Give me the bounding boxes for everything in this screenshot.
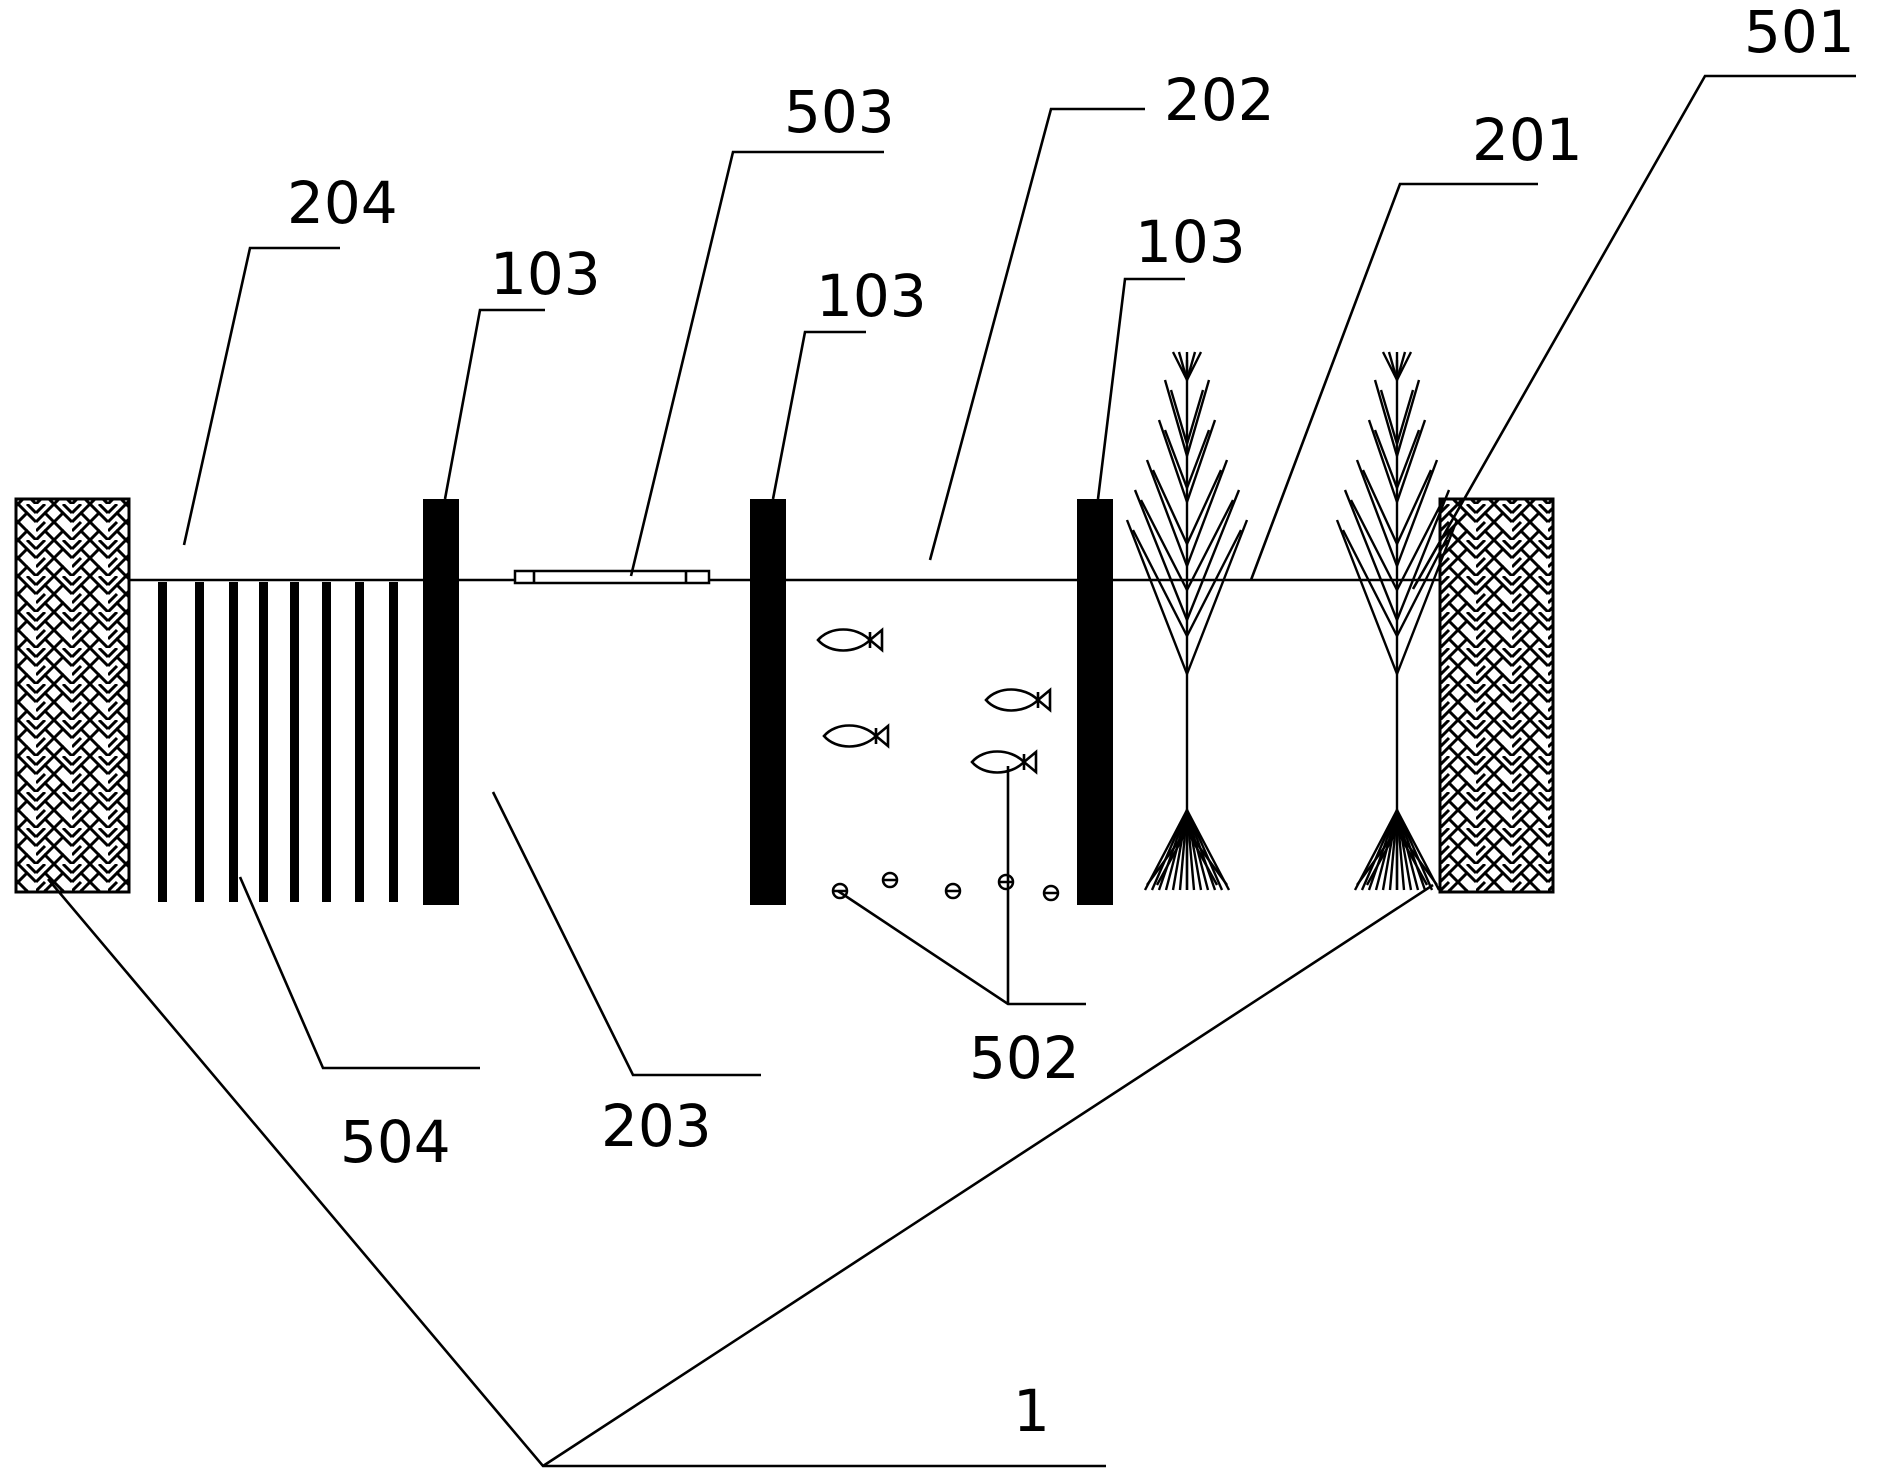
floating-bed bbox=[513, 569, 711, 585]
label-204: 204 bbox=[287, 169, 398, 237]
label-1: 1 bbox=[1013, 1377, 1050, 1445]
label-103-right: 103 bbox=[1135, 208, 1246, 276]
filter-bar bbox=[290, 582, 299, 902]
filter-bar bbox=[259, 582, 268, 902]
label-502: 502 bbox=[969, 1024, 1080, 1092]
fish-icon bbox=[822, 723, 890, 749]
filter-bar bbox=[322, 582, 331, 902]
reed-plant bbox=[1125, 351, 1249, 891]
reed-plant bbox=[1335, 351, 1459, 891]
label-203: 203 bbox=[601, 1092, 712, 1160]
filter-bar bbox=[355, 582, 364, 902]
filter-bar bbox=[195, 582, 204, 902]
partition-wall-1 bbox=[423, 499, 459, 905]
label-202: 202 bbox=[1164, 66, 1275, 134]
label-201: 201 bbox=[1472, 106, 1583, 174]
partition-wall-2 bbox=[750, 499, 786, 905]
shellfish-icons bbox=[831, 871, 1060, 902]
right-bank-wall bbox=[1438, 497, 1555, 894]
left-bank-wall bbox=[14, 497, 131, 894]
label-103-middle: 103 bbox=[816, 262, 927, 330]
filter-bar bbox=[158, 582, 167, 902]
filter-bar bbox=[229, 582, 238, 902]
leader-lines bbox=[47, 74, 1856, 1468]
label-501: 501 bbox=[1744, 0, 1855, 66]
label-504: 504 bbox=[340, 1108, 451, 1176]
filter-bar bbox=[389, 582, 398, 902]
fish-icon bbox=[970, 749, 1038, 775]
partition-wall-3 bbox=[1077, 499, 1113, 905]
label-103-left: 103 bbox=[490, 240, 601, 308]
emergent-plants bbox=[1125, 351, 1459, 891]
label-503: 503 bbox=[784, 78, 895, 146]
filter-media-bars bbox=[158, 582, 398, 902]
fish-icon bbox=[984, 687, 1052, 713]
fish-icon bbox=[816, 627, 884, 653]
